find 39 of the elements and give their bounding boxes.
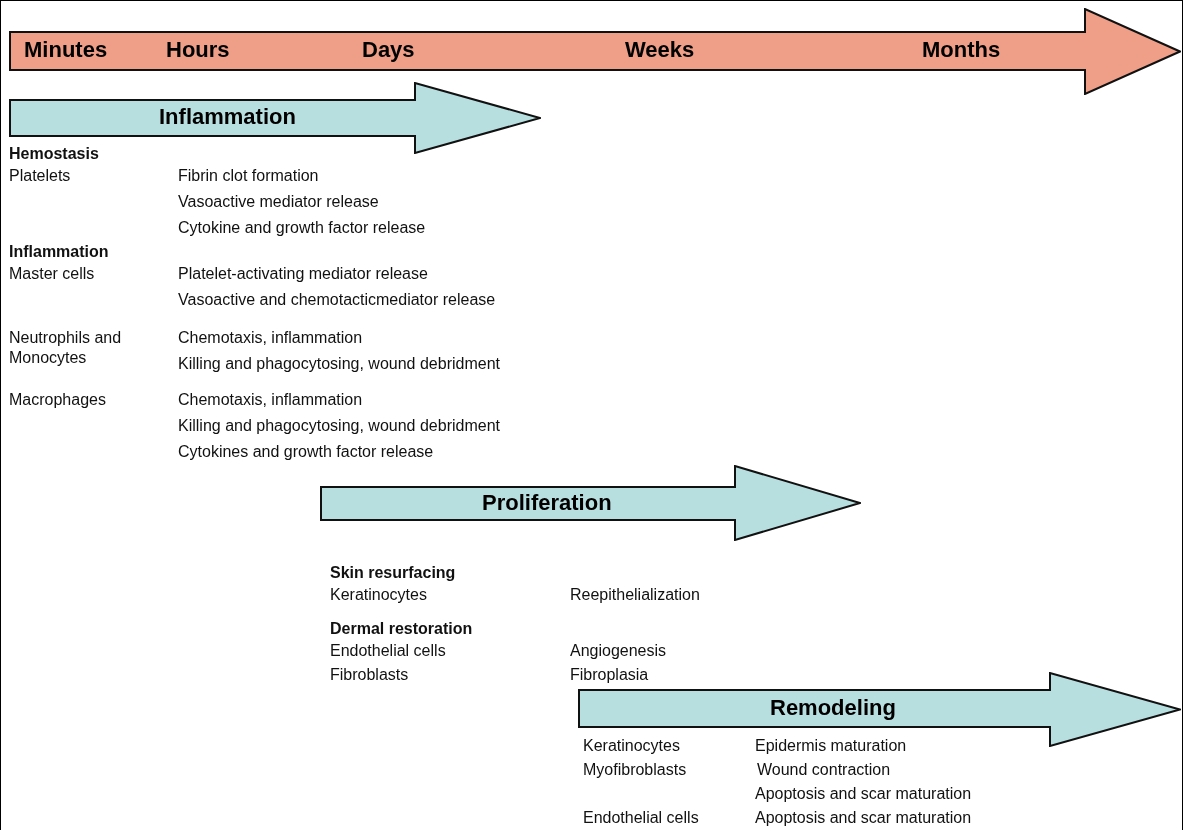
label-text: Endothelial cells: [583, 808, 699, 828]
label-text: Endothelial cells: [330, 641, 446, 661]
label-text: Cytokines and growth factor release: [178, 442, 434, 462]
phase-label: Proliferation: [482, 491, 612, 514]
label-text: Platelet-activating mediator release: [178, 264, 428, 284]
section-heading: Inflammation: [9, 242, 109, 262]
phase-label: Hours: [166, 39, 230, 61]
label-text: Vasoactive mediator release: [178, 192, 379, 212]
label-text: Angiogenesis: [570, 641, 667, 661]
label-text: Master cells: [9, 264, 95, 284]
label-text: Reepithelialization: [570, 585, 700, 605]
label-text: Macrophages: [9, 390, 106, 410]
label-text: Apoptosis and scar maturation: [755, 808, 972, 828]
label-text: Myofibroblasts: [583, 760, 687, 780]
label-text: Vasoactive and chemotacticmediator release: [178, 290, 496, 310]
label-text: Fibrin clot formation: [178, 166, 319, 186]
phase-label: Inflammation: [159, 106, 296, 128]
section-heading: Skin resurfacing: [330, 563, 456, 583]
section-heading: Dermal restoration: [330, 619, 473, 639]
label-text: Platelets: [9, 166, 71, 186]
label-text: Apoptosis and scar maturation: [755, 784, 972, 804]
label-text: Chemotaxis, inflammation: [178, 390, 363, 410]
label-text: Wound contraction: [757, 760, 891, 780]
label-text: Killing and phagocytosing, wound debridment: [178, 354, 500, 374]
label-text: Fibroblasts: [330, 665, 409, 685]
phase-label: Remodeling: [770, 696, 896, 719]
label-text: Chemotaxis, inflammation: [178, 328, 363, 348]
label-text: Cytokine and growth factor release: [178, 218, 426, 238]
label-text: Fibroplasia: [570, 665, 649, 685]
section-heading: Hemostasis: [9, 144, 99, 164]
phase-label: Minutes: [24, 39, 108, 61]
phase-label: Months: [922, 39, 1001, 61]
label-text: Killing and phagocytosing, wound debridment: [178, 416, 500, 436]
phase-label: Days: [362, 39, 415, 61]
label-text: Keratinocytes: [330, 585, 427, 605]
label-text: Keratinocytes: [583, 736, 680, 756]
phase-label: Weeks: [625, 39, 695, 61]
label-text: Epidermis maturation: [755, 736, 907, 756]
label-text: Neutrophils and Monocytes: [9, 328, 123, 368]
